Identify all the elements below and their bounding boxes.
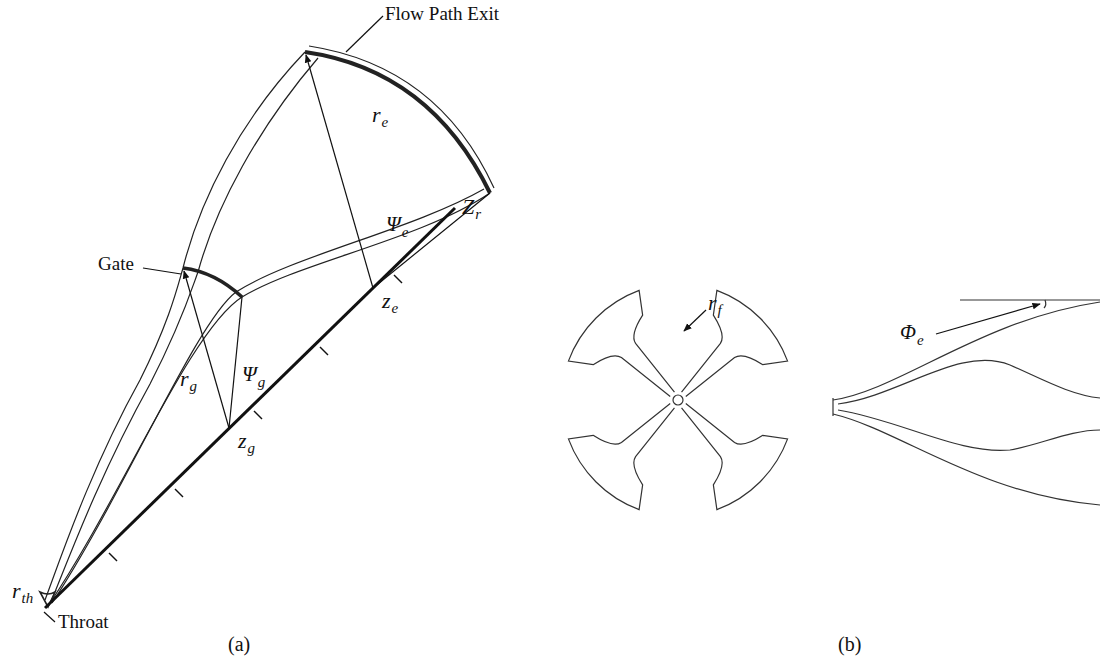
math-symbol: r: [372, 104, 381, 126]
subscript: g: [258, 375, 266, 390]
subscript: g: [190, 379, 198, 394]
part-label: Throat: [58, 612, 109, 631]
panel-label: (a): [228, 634, 250, 654]
subscript: r: [475, 207, 481, 222]
subscript: e: [402, 225, 409, 240]
angle-label: Φ: [900, 322, 916, 343]
subscript: e: [917, 333, 924, 348]
angle-label: Ψ: [242, 364, 257, 385]
math-symbol: r: [12, 580, 21, 602]
side-profile: [833, 300, 1100, 505]
math-symbol: r: [708, 292, 717, 314]
axis-label: Z: [462, 196, 474, 218]
axis-station: z: [238, 430, 247, 452]
subscript: f: [718, 303, 722, 318]
flow-path: [40, 46, 494, 607]
subscript: e: [382, 115, 389, 130]
part-label: Gate: [98, 254, 134, 273]
cross-section: [561, 283, 796, 518]
part-label: Flow Path Exit: [385, 4, 499, 23]
math-symbol: r: [180, 368, 189, 390]
subscript: th: [22, 591, 34, 606]
subscript: e: [392, 301, 399, 316]
axis-station: z: [382, 290, 391, 312]
axis: [45, 208, 455, 608]
angle-label: Ψ: [386, 214, 401, 235]
panel-label: (b): [838, 634, 861, 654]
leader-line: [936, 304, 1040, 334]
subscript: g: [248, 441, 256, 456]
leader-line: [684, 310, 706, 331]
radius-lines: [44, 16, 490, 622]
